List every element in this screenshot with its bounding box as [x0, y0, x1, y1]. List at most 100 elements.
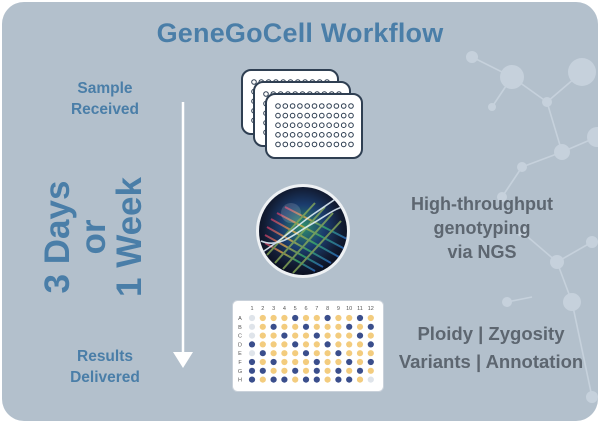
plate-well — [367, 367, 374, 374]
plate-well — [367, 350, 374, 357]
plate-well — [356, 332, 364, 339]
plate-well — [324, 358, 331, 366]
plate-well — [335, 323, 342, 330]
plate-row-label: F — [238, 360, 242, 366]
results-delivered-label: Results Delivered — [40, 346, 170, 388]
plate-well — [313, 323, 320, 330]
plate-well — [324, 332, 331, 339]
plate-well — [270, 376, 277, 383]
results-features-text: Ploidy | Zygosity Variants | Annotation — [386, 320, 596, 376]
plate-well — [270, 332, 277, 339]
plate-row-label: H — [238, 378, 242, 384]
plate-well — [324, 350, 331, 357]
plate-well — [292, 367, 299, 374]
plate-well — [292, 332, 299, 339]
plate-well — [356, 350, 364, 357]
plate-well — [324, 341, 331, 348]
plate-column-label: 11 — [357, 306, 363, 312]
plate-well — [313, 358, 320, 366]
plate-well — [248, 341, 256, 348]
plate-well — [346, 341, 353, 348]
results-features-line-2: Variants | Annotation — [398, 351, 584, 372]
plate-well — [302, 323, 310, 330]
plate-well — [281, 341, 288, 348]
genotyping-line-2: genotyping — [433, 218, 531, 238]
plate-well — [248, 332, 256, 339]
plate-well — [259, 376, 266, 383]
plate-well — [335, 376, 342, 383]
genotyping-step-text: High-throughput genotyping via NGS — [397, 192, 567, 264]
sample-plates-icon — [241, 69, 363, 159]
plate-well — [302, 341, 310, 348]
sample-received-label: Sample Received — [40, 78, 170, 120]
plate-column-label: 12 — [368, 306, 374, 312]
plate-well — [302, 350, 310, 357]
plate-well — [302, 314, 310, 322]
plate-well — [356, 358, 364, 366]
plate-well — [324, 314, 331, 322]
plate-well — [356, 323, 364, 330]
plate-well — [346, 323, 353, 330]
plate-well — [335, 314, 342, 322]
plate-well — [270, 341, 277, 348]
plate-well — [324, 367, 331, 374]
plate-well — [292, 323, 299, 330]
plate-well — [313, 314, 320, 322]
plate-well — [292, 314, 299, 322]
sample-received-line-1: Sample — [77, 80, 133, 97]
plate-well — [259, 314, 266, 322]
plate-well — [302, 376, 310, 383]
plate-well — [248, 350, 256, 357]
plate-well — [281, 350, 288, 357]
plate-well — [313, 367, 320, 374]
results-features-line-1: Ploidy | Zygosity — [417, 323, 565, 344]
plate-well — [292, 350, 299, 357]
sample-plate-3 — [265, 93, 363, 159]
plate-well — [335, 350, 342, 357]
plate-well — [259, 323, 266, 330]
plate-row-label: G — [238, 369, 242, 375]
plate-well — [367, 358, 374, 366]
plate-column-label: 2 — [261, 306, 264, 312]
plate-well — [346, 350, 353, 357]
plate-well — [346, 358, 353, 366]
plate-well — [335, 367, 342, 374]
plate-well — [302, 358, 310, 366]
plate-well — [259, 367, 266, 374]
plate-column-label: 3 — [272, 306, 275, 312]
plate-well — [248, 367, 256, 374]
plate-well — [313, 341, 320, 348]
genotyping-line-1: High-throughput — [411, 194, 553, 214]
plate-well — [356, 367, 364, 374]
plate-well — [281, 323, 288, 330]
plate-column-label: 8 — [326, 306, 329, 312]
plate-well — [367, 323, 374, 330]
plate-well — [367, 332, 374, 339]
plate-well — [367, 376, 374, 383]
plate-well — [346, 332, 353, 339]
plate-well — [324, 376, 331, 383]
sample-received-line-2: Received — [70, 101, 140, 118]
plate-well — [313, 332, 320, 339]
plate-well — [281, 332, 288, 339]
plate-well — [356, 314, 364, 322]
plate-well — [259, 358, 266, 366]
plate-well — [248, 323, 256, 330]
plate-well — [248, 358, 256, 366]
plate-column-label: 1 — [250, 306, 253, 312]
plate-column-label: 5 — [294, 306, 297, 312]
plate-well — [313, 376, 320, 383]
plate-well — [248, 314, 256, 322]
plate-column-label: 10 — [346, 306, 352, 312]
plate-row-label: B — [238, 325, 242, 331]
plate-well — [281, 367, 288, 374]
plate-well — [302, 332, 310, 339]
plate-well — [292, 358, 299, 366]
plate-well — [346, 314, 353, 322]
plate-well — [259, 341, 266, 348]
plate-well — [281, 314, 288, 322]
plate-row-label: A — [238, 316, 242, 322]
plate-row-label: D — [238, 342, 242, 348]
plate-well — [292, 341, 299, 348]
